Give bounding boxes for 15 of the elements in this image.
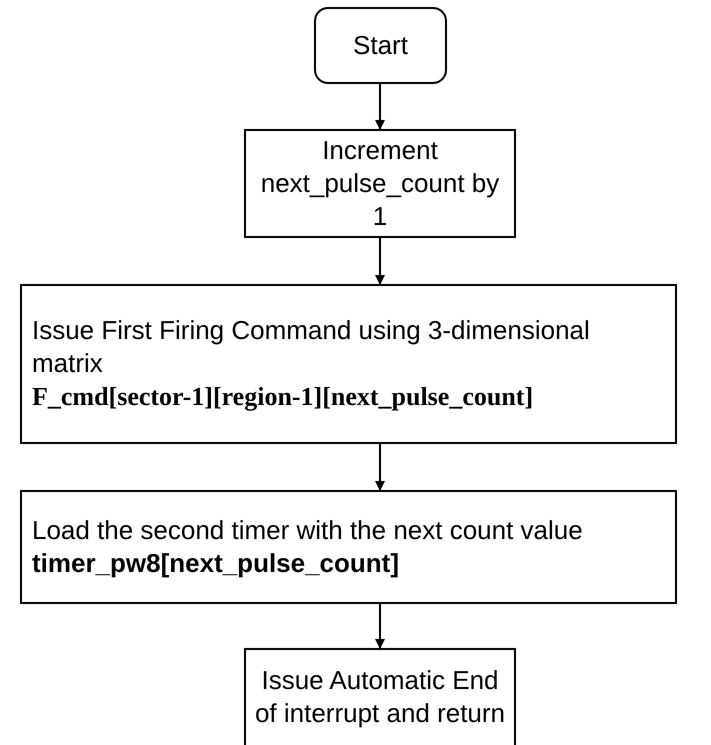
arrow (375, 84, 385, 130)
node-text: Start (353, 28, 408, 62)
node-text: Increment next_pulse_count by 1 (260, 134, 500, 234)
process-box (20, 490, 677, 604)
arrow (375, 238, 385, 285)
arrow (375, 444, 385, 491)
process-box (244, 129, 516, 238)
process-box (244, 648, 516, 745)
node-text: Issue First Firing Command using 3-dimensional matrix (32, 314, 591, 380)
node-text: Issue Automatic End of interrupt and return (254, 664, 506, 730)
start-terminal (314, 7, 447, 84)
node-text: Load the second timer with the next count value timer_pw8[next_pulse_count] (32, 514, 584, 580)
code-text: F_cmd[sector-1][region-1][next_pulse_count] (32, 381, 534, 414)
process-box (20, 284, 677, 444)
arrow (375, 604, 385, 649)
